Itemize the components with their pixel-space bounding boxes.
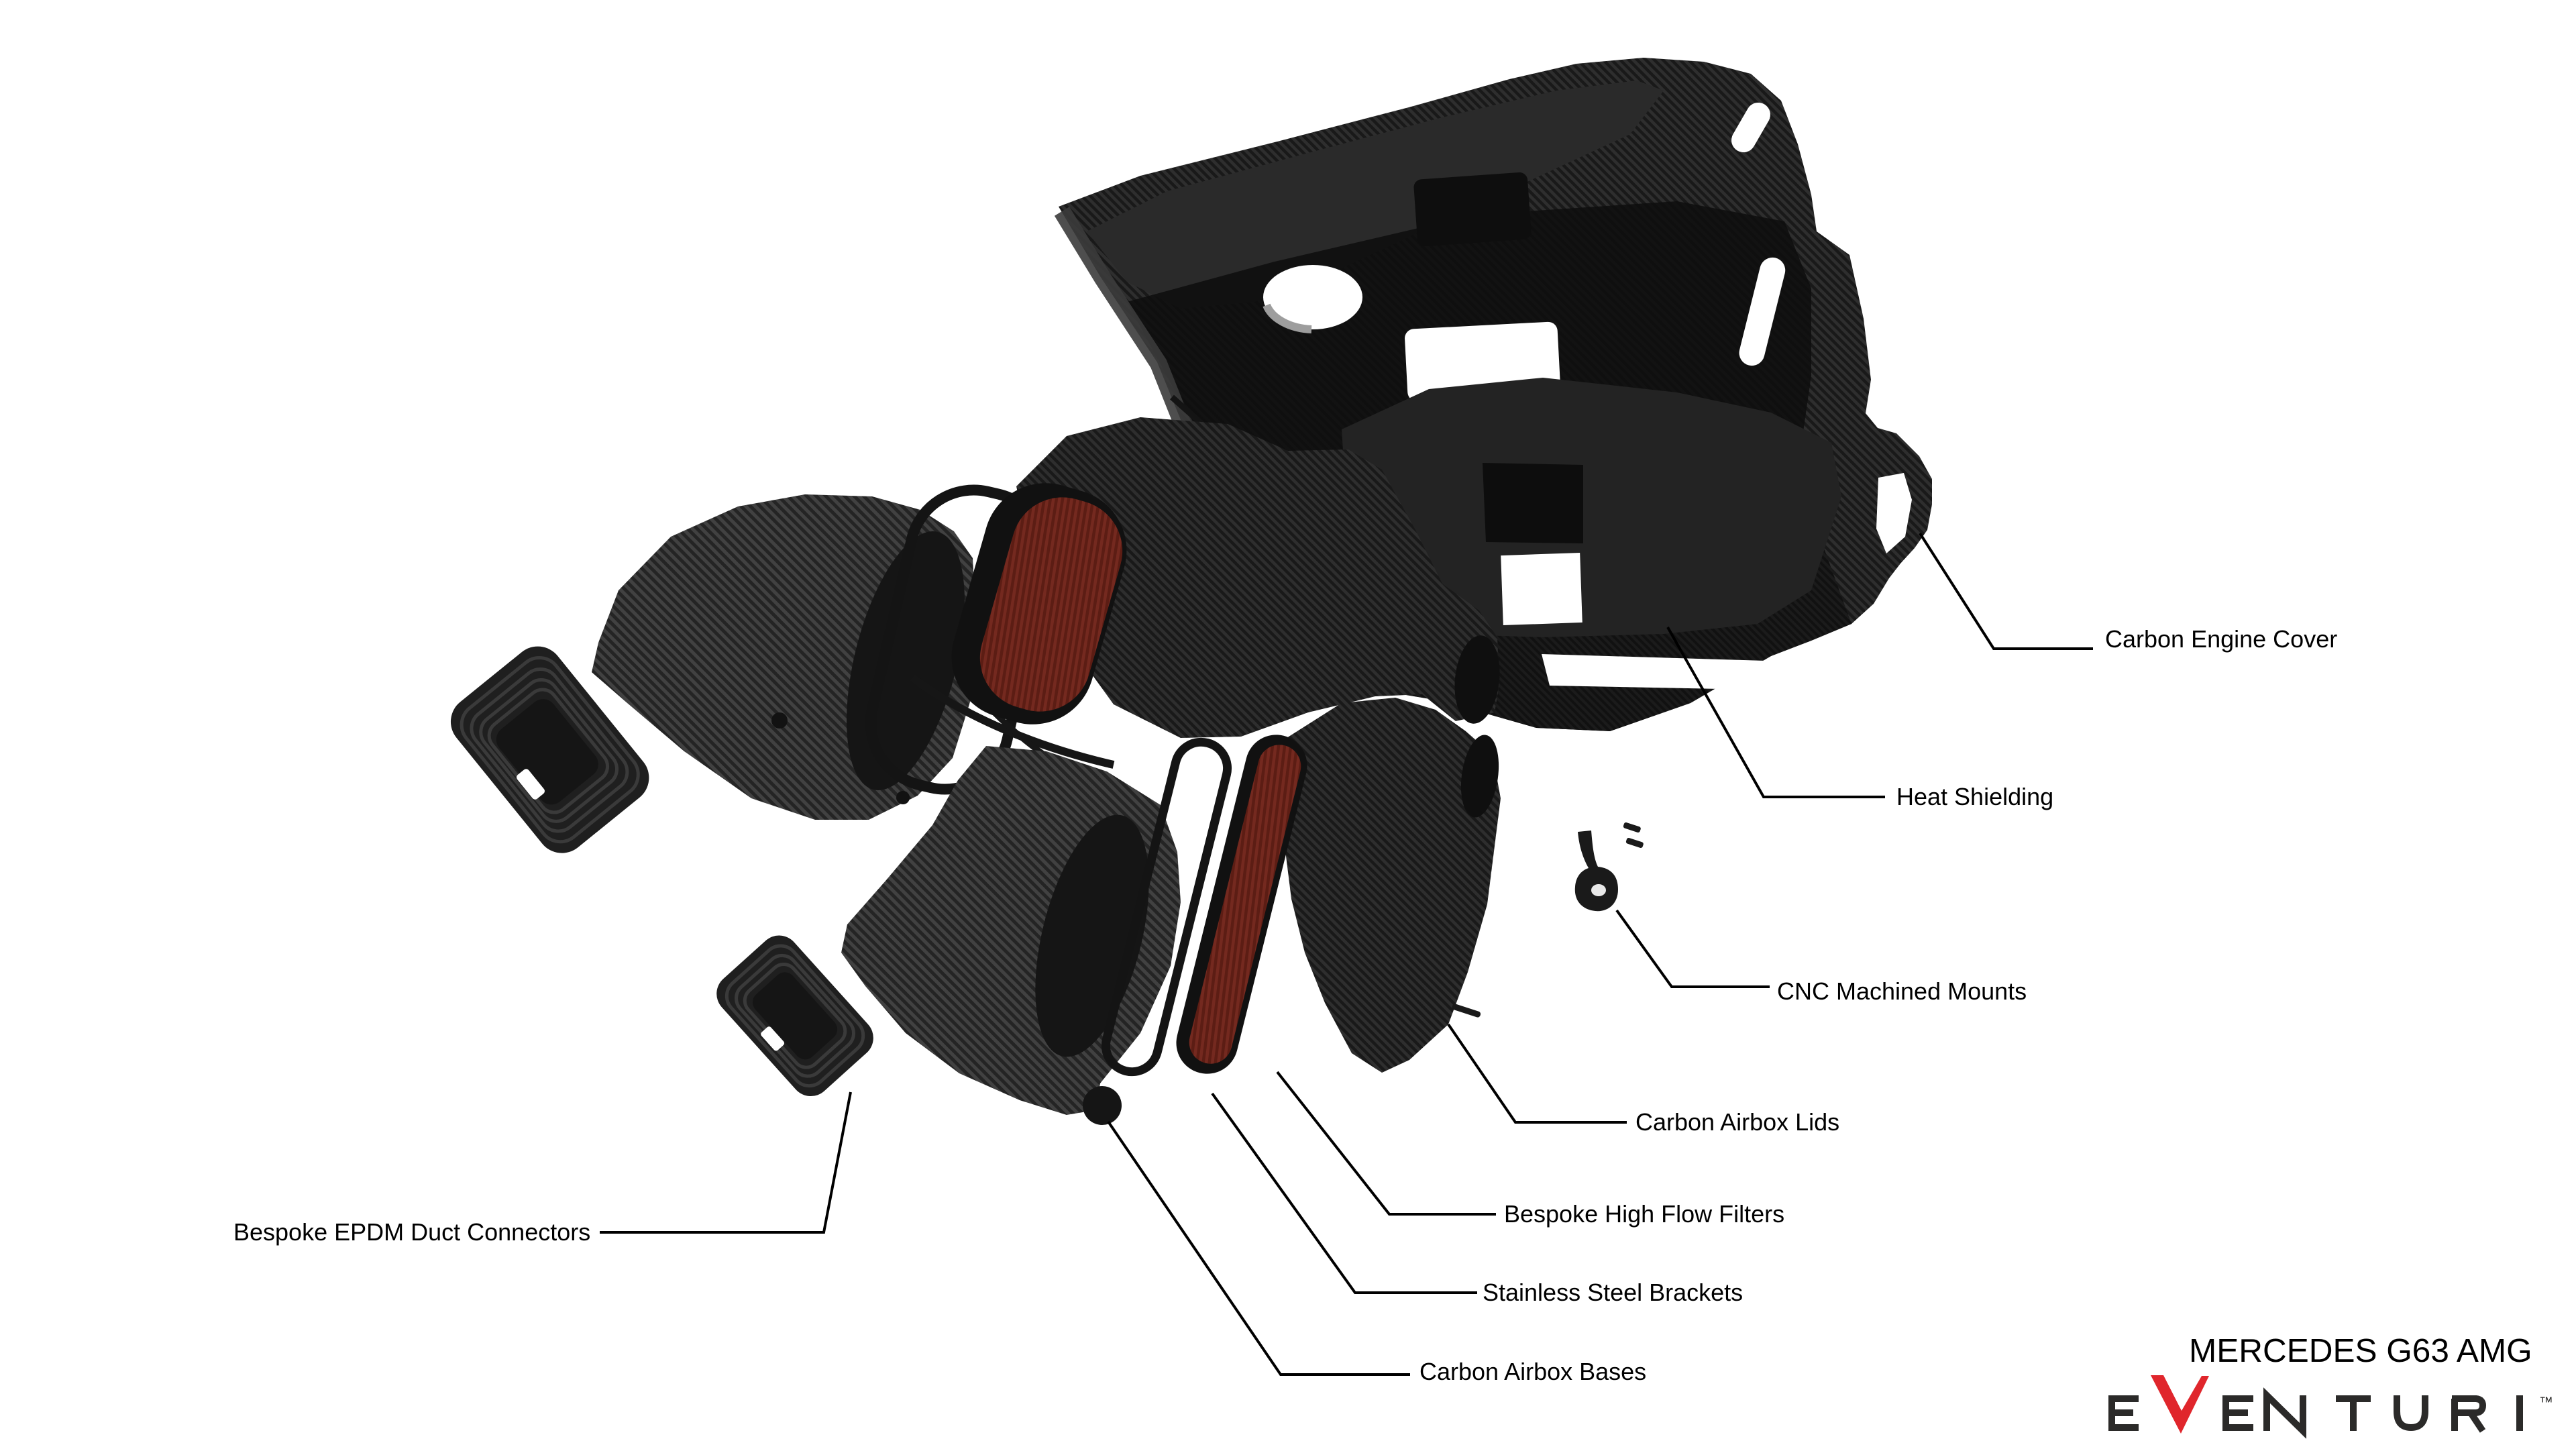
svg-text:MERCEDES G63 AMG: MERCEDES G63 AMG (2189, 1332, 2532, 1369)
svg-text:Bespoke EPDM Duct Connectors: Bespoke EPDM Duct Connectors (233, 1218, 590, 1246)
svg-text:Bespoke High Flow Filters: Bespoke High Flow Filters (1504, 1200, 1784, 1228)
svg-text:Heat Shielding: Heat Shielding (1896, 783, 2053, 810)
svg-text:Carbon Airbox Bases: Carbon Airbox Bases (1419, 1358, 1646, 1385)
svg-text:Carbon Engine Cover: Carbon Engine Cover (2105, 625, 2337, 653)
svg-text:™: ™ (2539, 1395, 2553, 1410)
svg-text:Stainless Steel Brackets: Stainless Steel Brackets (1483, 1279, 1743, 1306)
svg-text:Carbon Airbox Lids: Carbon Airbox Lids (1635, 1108, 1839, 1136)
svg-text:CNC Machined Mounts: CNC Machined Mounts (1777, 977, 2027, 1005)
